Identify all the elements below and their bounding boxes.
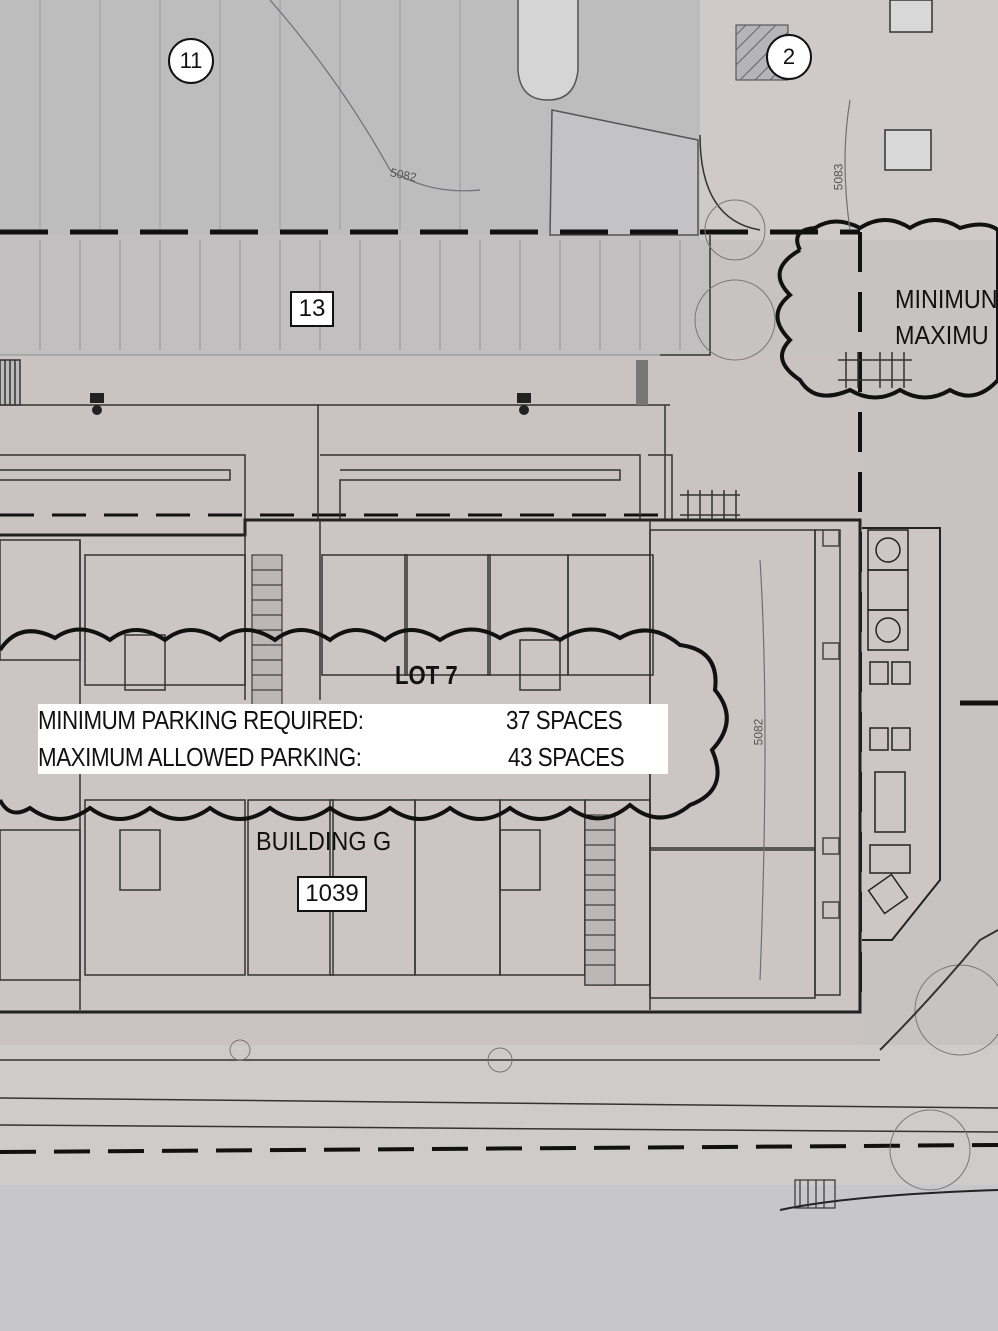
min-parking-label: MINIMUM PARKING REQUIRED: <box>38 705 364 735</box>
circle-tag-top-right: 2 <box>766 34 812 80</box>
stair-lower <box>584 814 616 986</box>
sidewalk-lines <box>0 134 998 1133</box>
patio <box>862 527 941 941</box>
lot-label: LOT 7 <box>395 660 458 690</box>
right-max-label: MAXIMU <box>895 320 989 350</box>
unit-walls <box>0 520 841 1010</box>
max-parking-label: MAXIMUM ALLOWED PARKING: <box>38 742 362 772</box>
max-parking-value: 43 SPACES <box>508 742 625 772</box>
columns <box>822 529 840 919</box>
stair-hatch <box>636 360 648 405</box>
parking-table: MINIMUM PARKING REQUIRED: 37 SPACES MAXI… <box>38 704 668 774</box>
min-parking-value: 37 SPACES <box>506 705 623 735</box>
contour-label-b: 5083 <box>831 163 846 191</box>
parking-row <box>0 235 710 355</box>
street-steps <box>794 1179 836 1209</box>
left-stair <box>0 359 21 406</box>
light-fixtures <box>90 393 531 415</box>
road-bottom <box>0 1185 998 1331</box>
parking-stalls-top <box>39 0 461 230</box>
parking-stalls-row <box>0 240 710 356</box>
property-line-bottom <box>0 1143 998 1154</box>
circle-tag-top-left: 11 <box>168 38 214 84</box>
curb-bottom <box>779 1189 998 1211</box>
revision-cloud <box>0 627 729 821</box>
right-min-label: MINIMUN <box>895 284 998 314</box>
box-tag-building: 1039 <box>297 876 367 912</box>
curb-island <box>517 0 579 101</box>
retaining-walls <box>0 405 673 556</box>
curb-curve <box>879 929 998 1051</box>
contour-lines <box>269 0 851 981</box>
landscape-island <box>549 109 699 236</box>
patio-furniture <box>867 529 911 915</box>
revision-cloud-right <box>775 218 998 400</box>
contour-label-c: 5082 <box>751 718 766 746</box>
benches-top <box>884 0 933 171</box>
building-label: BUILDING G <box>256 826 392 856</box>
box-tag-top: 13 <box>290 291 334 327</box>
bike-racks <box>680 352 912 520</box>
street-area <box>0 1045 998 1185</box>
